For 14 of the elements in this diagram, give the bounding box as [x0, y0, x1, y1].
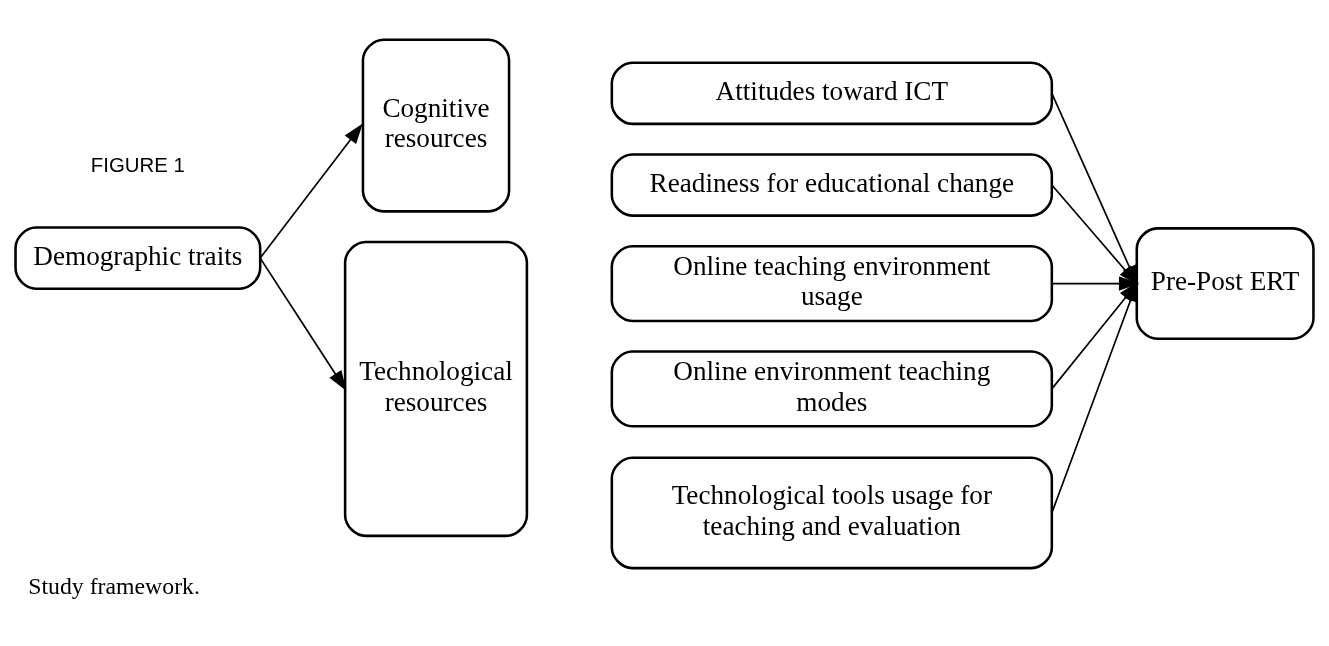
arrow [259, 123, 363, 259]
node-box: Readiness for educational change [610, 152, 1054, 217]
arrow [259, 256, 347, 391]
node-box: Technological tools usage for teaching and evaluation [610, 455, 1054, 569]
node-box: Cognitive resources [361, 38, 511, 213]
label: FIGURE 1 [90, 153, 185, 176]
node-box: Pre-Post ERT [1135, 226, 1315, 340]
node-box: Online environment teaching modes [610, 349, 1054, 428]
node-box: Online teaching environment usage [610, 244, 1054, 322]
node-box: Attitudes toward ICT [610, 60, 1054, 125]
node-box: Demographic traits [14, 225, 262, 290]
caption: Study framework. [28, 572, 200, 599]
node-box: Technological resources [343, 240, 529, 537]
arrow [1051, 275, 1140, 291]
